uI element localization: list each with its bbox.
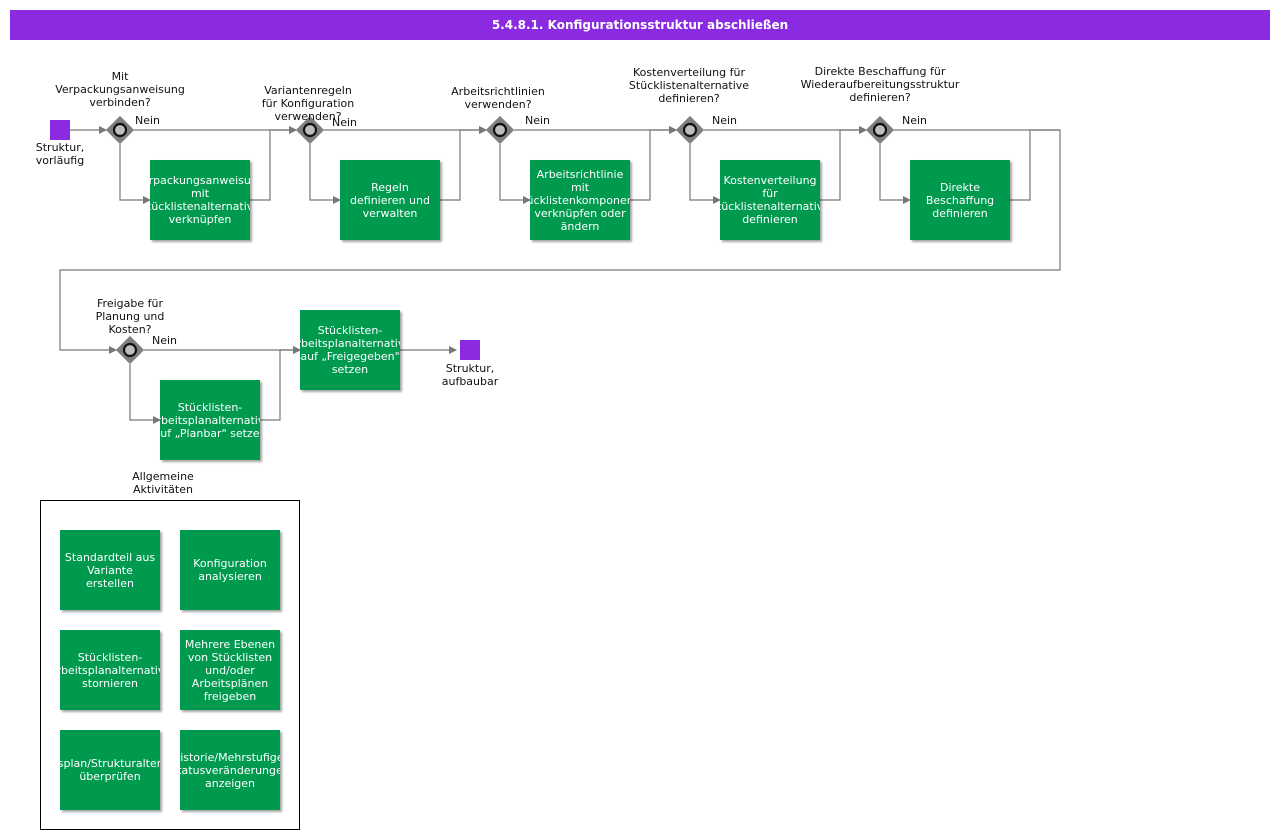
gateway-2-no-label: Nein (332, 116, 358, 129)
general-activities-title: Allgemeine Aktivitäten (132, 470, 194, 496)
gateway-5-no-label: Nein (902, 114, 928, 127)
task-freigegeben[interactable]: Stücklisten- Arbeitsplanalternative auf … (300, 310, 400, 390)
general-activities-group (40, 500, 300, 830)
general-task-ebenen-freigeben[interactable]: Mehrere Ebenen von Stücklisten und/oder … (180, 630, 280, 710)
general-task-konfiguration[interactable]: Konfiguration analysieren (180, 530, 280, 610)
task-verpackungsanweisung[interactable]: Verpackungsanweisung mit Stücklistenalte… (150, 160, 250, 240)
task-label: Kostenverteilung für Stücklistenalternat… (720, 174, 820, 226)
general-task-historie[interactable]: Historie/Mehrstufiger Statusveränderunge… (180, 730, 280, 810)
task-label: Regeln definieren und verwalten (350, 180, 430, 220)
end-event-label: Struktur, aufbaubar (441, 362, 499, 388)
task-planbar[interactable]: Stücklisten- Arbeitsplanalternative auf … (160, 380, 260, 460)
gateway-1-question: Mit Verpackungsanweisung verbinden? (55, 70, 185, 109)
gateway-2-question: Variantenregeln für Konfiguration verwen… (261, 84, 355, 123)
start-event[interactable] (50, 120, 70, 140)
task-label: Konfiguration analysieren (193, 557, 267, 583)
task-label: Direkte Beschaffung definieren (925, 180, 995, 220)
gateway-4-question: Kostenverteilung für Stücklistenalternat… (628, 66, 750, 105)
general-task-stornieren[interactable]: Stücklisten- Arbeitsplanalternative stor… (60, 630, 160, 710)
gateway-5-icon (865, 115, 895, 145)
gateway-3-question: Arbeitsrichtlinien verwenden? (451, 85, 545, 111)
gateway-6-no-label: Nein (152, 334, 178, 347)
task-regeln[interactable]: Regeln definieren und verwalten (340, 160, 440, 240)
gateway-5-question: Direkte Beschaffung für Wiederaufbereitu… (800, 65, 960, 104)
task-label: Verpackungsanweisung mit Stücklistenalte… (150, 174, 250, 226)
gateway-3-icon (485, 115, 515, 145)
task-label: Arbeitsrichtlinie mit Stücklistenkompone… (530, 167, 630, 233)
diagram-title: 5.4.8.1. Konfigurationsstruktur abschlie… (10, 10, 1270, 40)
gateway-4-icon (675, 115, 705, 145)
task-label: Stücklisten- Arbeitsplanalternative auf … (300, 324, 400, 376)
task-label: Historie/Mehrstufiger Statusveränderunge… (180, 750, 280, 790)
task-label: Mehrere Ebenen von Stücklisten und/oder … (184, 637, 276, 703)
gateway-3-no-label: Nein (525, 114, 551, 127)
general-task-ueberpruefen[interactable]: Arbeitsplan/Strukturalternative überprüf… (60, 730, 160, 810)
gateway-6-icon (115, 335, 145, 365)
gateway-4-no-label: Nein (712, 114, 738, 127)
start-event-label: Struktur, vorläufig (35, 141, 85, 167)
gateway-1-icon (105, 115, 135, 145)
gateway-1-no-label: Nein (135, 114, 161, 127)
task-arbeitsrichtlinie[interactable]: Arbeitsrichtlinie mit Stücklistenkompone… (530, 160, 630, 240)
gateway-6-question: Freigabe für Planung und Kosten? (95, 297, 165, 336)
general-task-standardteil[interactable]: Standardteil aus Variante erstellen (60, 530, 160, 610)
task-kostenverteilung[interactable]: Kostenverteilung für Stücklistenalternat… (720, 160, 820, 240)
task-label: Arbeitsplan/Strukturalternative überprüf… (60, 757, 160, 783)
task-label: Stücklisten- Arbeitsplanalternative auf … (160, 400, 260, 440)
task-label: Standardteil aus Variante erstellen (64, 550, 156, 590)
task-direkte-beschaffung[interactable]: Direkte Beschaffung definieren (910, 160, 1010, 240)
end-event[interactable] (460, 340, 480, 360)
task-label: Stücklisten- Arbeitsplanalternative stor… (60, 650, 160, 690)
